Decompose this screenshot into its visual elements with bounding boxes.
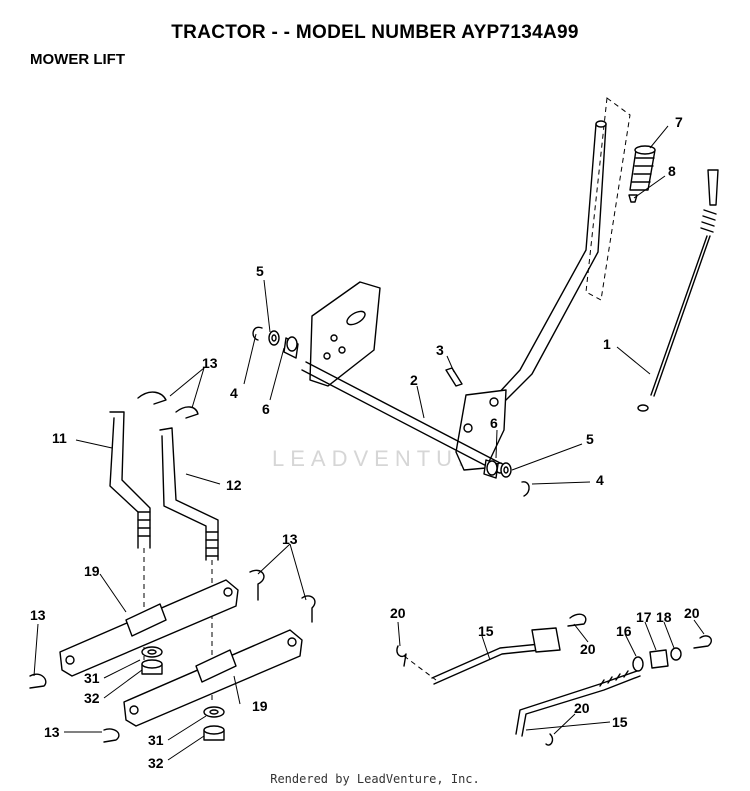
- nut-upper: [141, 659, 163, 675]
- callout-32: 32: [148, 755, 164, 771]
- washer-upper: [141, 646, 163, 658]
- hairpin-20-d: [545, 733, 554, 746]
- callout-31: 31: [84, 670, 100, 686]
- callout-4: 4: [596, 472, 604, 488]
- leader-lines: [33, 125, 705, 761]
- roll-pin: [445, 367, 463, 387]
- callout-5: 5: [256, 263, 264, 279]
- callout-18: 18: [656, 609, 672, 625]
- washer-left: [268, 330, 280, 346]
- hairpin-bottom-2: [103, 728, 120, 743]
- hairpin-mid-1: [249, 569, 265, 601]
- callout-8: 8: [668, 163, 676, 179]
- handle-grip: [629, 145, 656, 191]
- clip-left: [252, 326, 263, 341]
- washer-lower: [203, 706, 225, 718]
- adjustment-rod-upper: [403, 627, 561, 685]
- hairpin-top-1: [137, 391, 167, 405]
- callout-19: 19: [84, 563, 100, 579]
- callout-11: 11: [52, 430, 67, 446]
- callout-20: 20: [390, 605, 406, 621]
- footer-credit: Rendered by LeadVenture, Inc.: [270, 772, 480, 786]
- lift-rod: [637, 169, 719, 412]
- lift-handle: [455, 97, 631, 471]
- callout-17: 17: [636, 609, 652, 625]
- trunnion-18: [670, 647, 682, 661]
- callout-16: 16: [616, 623, 632, 639]
- bushing-right: [483, 459, 499, 479]
- callout-13: 13: [282, 531, 298, 547]
- section-title: MOWER LIFT: [30, 51, 125, 68]
- callout-5: 5: [586, 431, 594, 447]
- nut-lower: [203, 725, 225, 741]
- callout-13: 13: [202, 355, 218, 371]
- callout-1: 1: [603, 336, 611, 352]
- handle-button: [628, 194, 638, 203]
- callout-13: 13: [44, 724, 60, 740]
- trunnion-17: [649, 649, 669, 669]
- lift-bracket-upper: [59, 579, 239, 677]
- hairpin-20-b: [567, 613, 587, 627]
- hairpin-mid-2: [301, 595, 316, 623]
- clip-right: [521, 481, 530, 497]
- callout-31: 31: [148, 732, 164, 748]
- lift-bracket-lower: [123, 629, 303, 727]
- callout-7: 7: [675, 114, 683, 130]
- callout-2: 2: [410, 372, 418, 388]
- page-title: TRACTOR - - MODEL NUMBER AYP7134A99: [171, 22, 579, 43]
- hairpin-top-2: [175, 406, 199, 419]
- callout-15: 15: [478, 623, 494, 639]
- callout-20: 20: [574, 700, 590, 716]
- callout-6: 6: [490, 415, 498, 431]
- hairpin-20-c: [693, 635, 712, 649]
- callout-20: 20: [580, 641, 596, 657]
- lift-link-left: [109, 411, 151, 549]
- callout-32: 32: [84, 690, 100, 706]
- trunnion-16: [632, 656, 644, 672]
- callout-15: 15: [612, 714, 628, 730]
- mounting-plate: [309, 281, 381, 387]
- callout-4: 4: [230, 385, 238, 401]
- washer-right: [500, 462, 512, 478]
- callout-13: 13: [30, 607, 46, 623]
- bushing-left: [283, 336, 299, 359]
- lift-link-right: [159, 427, 219, 561]
- callout-12: 12: [226, 477, 242, 493]
- hairpin-20-a: [396, 645, 407, 667]
- hairpin-bottom-1: [29, 673, 47, 689]
- callout-19: 19: [252, 698, 268, 714]
- adjustment-rod-lower: [515, 669, 641, 737]
- callout-20: 20: [684, 605, 700, 621]
- callout-6: 6: [262, 401, 270, 417]
- callout-3: 3: [436, 342, 444, 358]
